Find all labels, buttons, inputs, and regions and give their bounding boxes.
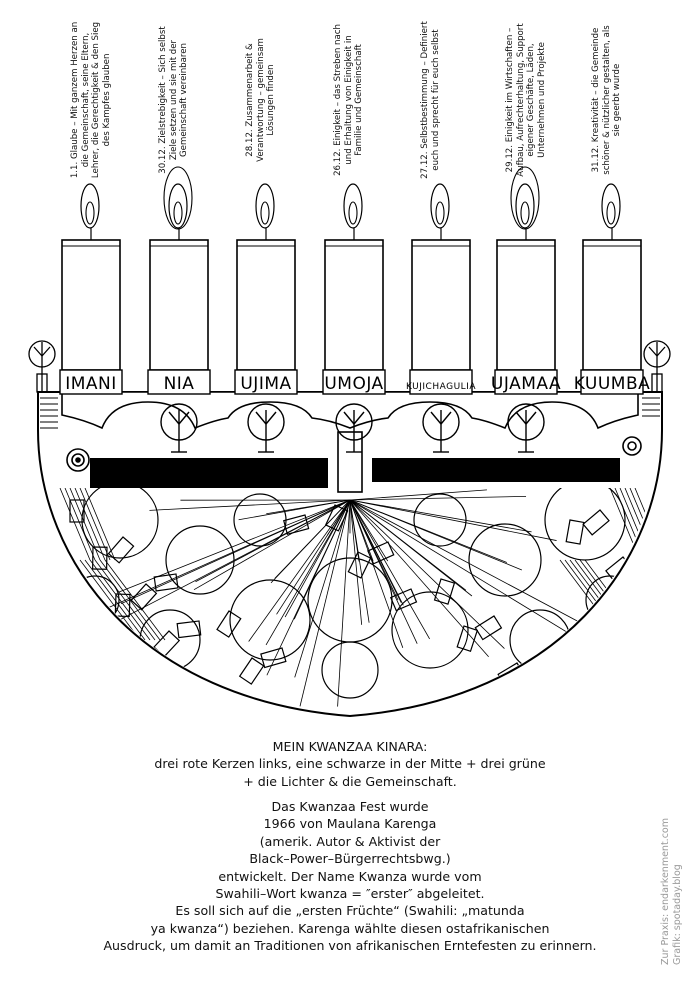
- candle: [411, 239, 471, 371]
- kinara-top-bar: [61, 391, 639, 430]
- history-line: 1966 von Maulana Karenga: [263, 816, 437, 832]
- candle-flames: [80, 166, 621, 240]
- tree-icon: [335, 403, 373, 453]
- flame-icon: [343, 183, 363, 240]
- trees: [160, 403, 545, 453]
- principle-description: 27.12. Selbstbestimmung – Definiert euch…: [420, 21, 441, 179]
- tree-icon: [422, 403, 460, 453]
- black-bars: [90, 431, 620, 493]
- flame-icon: [163, 166, 193, 240]
- principle-name-label: KUJICHAGULIA: [406, 369, 476, 395]
- kinara-line-3: + die Lichter & die Gemeinschaft.: [243, 773, 457, 789]
- history-line: ya kwanza“) beziehen. Karenga wählte die…: [150, 920, 550, 936]
- candle: [324, 239, 384, 371]
- tree-icon: [247, 403, 285, 453]
- history-line: Swahili–Wort kwanza = ″erster″ abgeleite…: [215, 886, 485, 902]
- flame-icon: [430, 183, 450, 240]
- principle-name-label: KUUMBA: [574, 369, 651, 395]
- svg-text:IMANI: IMANI: [65, 374, 117, 394]
- principle-name-label: UJAMAA: [491, 369, 561, 395]
- principle-name-label: UJIMA: [234, 369, 298, 395]
- principle-name-label: NIA: [147, 369, 211, 395]
- history-line: Ausdruck, um damit an Traditionen von af…: [103, 938, 597, 954]
- svg-text:UMOJA: UMOJA: [324, 374, 383, 394]
- principle-description: 31.12. Kreativität – die Gemeinde schöne…: [591, 25, 623, 175]
- credit-graphic: Grafik: spotaday.blog: [671, 864, 683, 965]
- svg-text:KUJICHAGULIA: KUJICHAGULIA: [406, 382, 476, 392]
- svg-text:UJAMAA: UJAMAA: [491, 374, 561, 394]
- history-line: Das Kwanzaa Fest wurde: [271, 799, 429, 814]
- principle-name-label: IMANI: [59, 369, 123, 395]
- credit: Zur Praxis: endarkenment.com Grafik: spo…: [660, 818, 683, 965]
- principle-name-label: UMOJA: [322, 369, 386, 395]
- principle-description: 30.12. Zielstrebigkeit – Sich selbst Zie…: [158, 26, 190, 174]
- history-paragraph: Das Kwanzaa Fest wurde 1966 von Maulana …: [0, 798, 700, 955]
- principle-description: 28.12. Zusammenarbeit & Verantwortung – …: [245, 38, 277, 162]
- credit-source: Zur Praxis: endarkenment.com: [660, 818, 671, 965]
- candle: [496, 239, 556, 371]
- principle-labels: IMANI NIA UJIMA UMOJA KUJICHAGULIA UJAMAA KUUM…: [59, 369, 651, 395]
- kinara-title: MEIN KWANZAA KINARA:: [272, 739, 428, 754]
- principle-description: 1.1. Glaube – Mit ganzem Herzen an die G…: [70, 21, 112, 179]
- principle-description: 26.12. Einigkeit – das Streben nach und …: [333, 24, 365, 176]
- bowl-stripes: [40, 397, 660, 429]
- candle: [582, 239, 642, 371]
- history-line: entwickelt. Der Name Kwanza wurde vom: [218, 868, 482, 884]
- svg-text:UJIMA: UJIMA: [240, 374, 291, 394]
- tree-icon: [507, 403, 545, 453]
- principle-description: 29.12. Einigkeit im Wirtschaften – Aufba…: [505, 23, 547, 177]
- svg-text:NIA: NIA: [164, 374, 195, 394]
- candle: [236, 239, 296, 371]
- history-line: (amerik. Autor & Aktivist der: [259, 833, 441, 849]
- kinara-line-2: drei rote Kerzen links, eine schwarze in…: [154, 756, 546, 772]
- left-side-tree-icon: [28, 340, 56, 393]
- history-line: Es soll sich auf die „ersten Früchte“ (S…: [175, 903, 525, 919]
- flame-icon: [255, 183, 275, 240]
- flame-icon: [510, 166, 540, 240]
- tree-icon: [160, 403, 198, 453]
- svg-text:KUUMBA: KUUMBA: [574, 374, 651, 394]
- flame-icon: [80, 183, 100, 240]
- spiral-ornaments: [66, 436, 642, 472]
- flame-icon: [601, 183, 621, 240]
- candle: [149, 239, 209, 371]
- candle: [61, 239, 121, 371]
- history-line: Black–Power–Bürgerrechtsbwg.): [249, 851, 451, 867]
- candles: [61, 239, 642, 371]
